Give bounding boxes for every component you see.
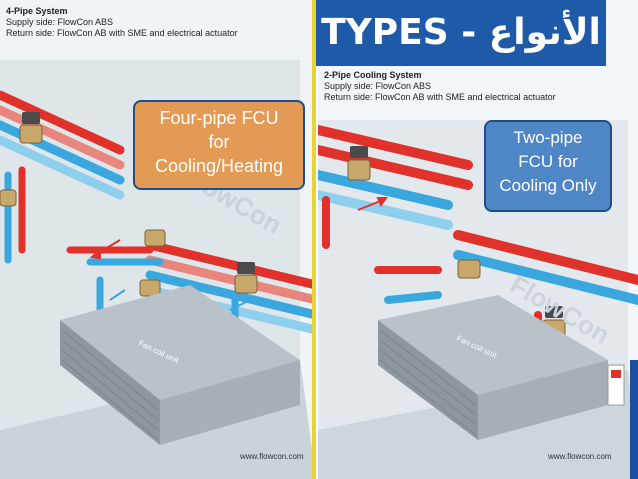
four-pipe-title: 4-Pipe System	[6, 6, 68, 16]
two-pipe-return: Return side: FlowCon AB with SME and ele…	[324, 92, 556, 102]
accent-bar	[630, 360, 638, 479]
four-pipe-callout: Four-pipe FCU for Cooling/Heating	[133, 100, 305, 190]
two-pipe-callout-line-1: Two-pipe	[513, 128, 583, 147]
two-pipe-header: 2-Pipe Cooling System Supply side: FlowC…	[324, 70, 556, 103]
two-pipe-callout-line-3: Cooling Only	[499, 176, 597, 195]
two-pipe-diagram: Fan coil unit FlowCon	[318, 0, 638, 479]
two-pipe-supply: Supply side: FlowCon ABS	[324, 81, 432, 91]
two-pipe-url: www.flowcon.com	[548, 452, 612, 461]
two-pipe-callout: Two-pipe FCU for Cooling Only	[484, 120, 612, 212]
four-pipe-callout-line-1: Four-pipe FCU	[159, 108, 279, 128]
two-pipe-title: 2-Pipe Cooling System	[324, 70, 422, 80]
two-pipe-callout-line-2: FCU for	[518, 152, 578, 171]
four-pipe-panel: Fan coil unit FlowCon 4-Pipe System Supp…	[0, 0, 316, 479]
four-pipe-diagram: Fan coil unit FlowCon	[0, 0, 312, 479]
slide-title: TYPES - الأنواع	[316, 0, 606, 66]
four-pipe-callout-line-3: Cooling/Heating	[154, 156, 284, 176]
four-pipe-supply: Supply side: FlowCon ABS	[6, 17, 114, 27]
four-pipe-callout-line-2: for	[208, 132, 230, 152]
four-pipe-header: 4-Pipe System Supply side: FlowCon ABS R…	[6, 6, 238, 39]
four-pipe-url: www.flowcon.com	[240, 452, 304, 461]
two-pipe-panel: Fan coil unit FlowCon 2-Pipe Cooling Sys…	[318, 0, 638, 479]
four-pipe-return: Return side: FlowCon AB with SME and ele…	[6, 28, 238, 38]
